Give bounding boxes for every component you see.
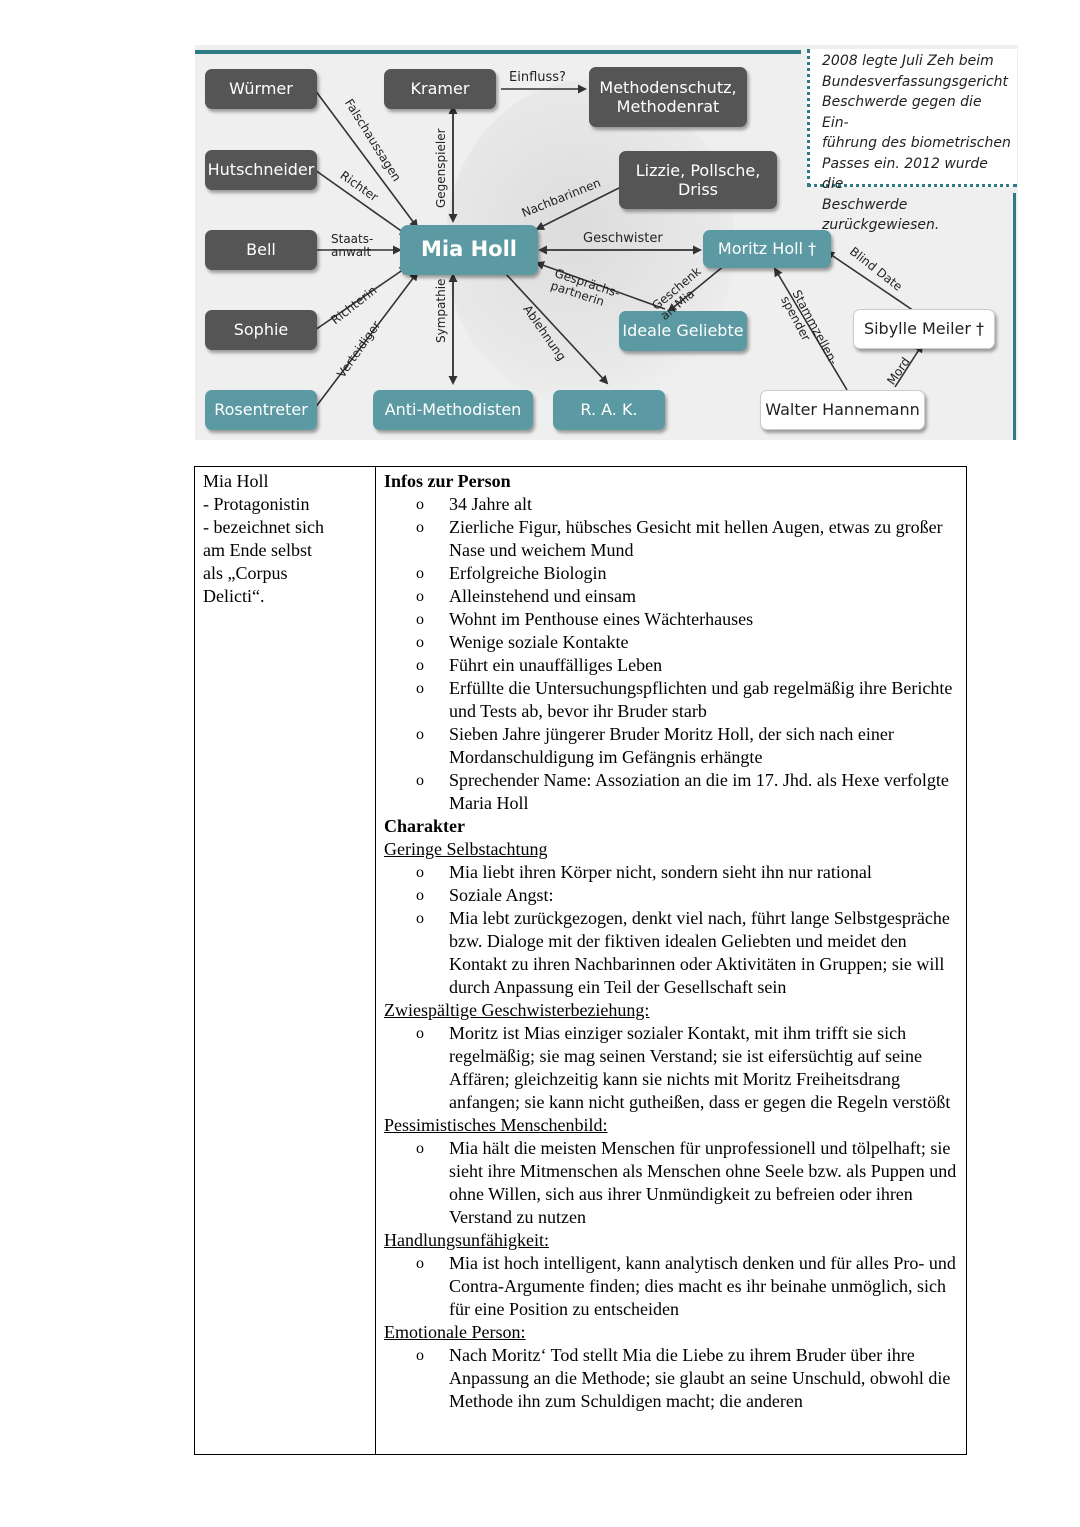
list-item: Führt ein unauffälliges Leben bbox=[416, 654, 958, 677]
charakter-heading: Charakter bbox=[384, 816, 465, 836]
list-item: Wohnt im Penthouse eines Wächterhauses bbox=[416, 608, 958, 631]
left-line: Mia Holl bbox=[203, 471, 269, 491]
node-moritz-holl: Moritz Holl † bbox=[703, 230, 831, 268]
note-line: 2008 legte Juli Zeh beim bbox=[822, 53, 994, 69]
connector-blind-date bbox=[825, 250, 918, 314]
label-gegenspieler: Gegenspieler bbox=[434, 128, 448, 208]
list-item: Zierliche Figur, hübsches Gesicht mit he… bbox=[416, 516, 958, 562]
character-name-cell: Mia Holl - Protagonistin - bezeichnet si… bbox=[194, 466, 376, 1455]
section-title: Pessimistisches Menschenbild: bbox=[384, 1115, 608, 1135]
node-methodenschutz-line2: Methodenrat bbox=[616, 97, 720, 116]
node-ideale-geliebte: Ideale Geliebte bbox=[619, 311, 747, 351]
list-item: Moritz ist Mias einziger sozialer Kontak… bbox=[416, 1022, 958, 1114]
section-list: Nach Moritz‘ Tod stellt Mia die Liebe zu… bbox=[384, 1344, 958, 1413]
list-item: Erfolgreiche Biologin bbox=[416, 562, 958, 585]
note-line: führung des biometrischen bbox=[822, 135, 1011, 151]
connector-rak bbox=[504, 272, 609, 385]
list-item: Mia hält die meisten Menschen für unprof… bbox=[416, 1137, 958, 1229]
left-line: - bezeichnet sich bbox=[203, 517, 324, 537]
node-anti-methodisten: Anti-Methodisten bbox=[373, 390, 533, 430]
label-sympathie: Sympathie bbox=[434, 278, 448, 343]
connector-stammzellen bbox=[773, 267, 848, 391]
node-methodenschutz: Methodenschutz, Methodenrat bbox=[589, 67, 747, 127]
infos-list: 34 Jahre alt Zierliche Figur, hübsches G… bbox=[384, 493, 958, 815]
section-title: Handlungsunfähigkeit: bbox=[384, 1230, 549, 1250]
info-note: 2008 legte Juli Zeh beim Bundesverfassun… bbox=[807, 49, 1017, 233]
note-line: Beschwerde zurückgewiesen. bbox=[822, 196, 940, 234]
node-kramer: Kramer bbox=[384, 69, 496, 109]
label-staatsanwalt-line1: Staats- bbox=[331, 232, 374, 246]
side-rule bbox=[1013, 193, 1016, 440]
connector-wuermer bbox=[314, 89, 419, 229]
section-title: Zwiespältige Geschwisterbeziehung: bbox=[384, 1000, 650, 1020]
list-item: Nach Moritz‘ Tod stellt Mia die Liebe zu… bbox=[416, 1344, 958, 1413]
list-item: Wenige soziale Kontakte bbox=[416, 631, 958, 654]
diagram-connectors bbox=[314, 84, 924, 409]
connector-ideale bbox=[535, 261, 666, 310]
label-einfluss: Einfluss? bbox=[509, 70, 566, 85]
list-item: 34 Jahre alt bbox=[416, 493, 958, 516]
list-item: Mia lebt zurückgezogen, denkt viel nach,… bbox=[416, 907, 958, 999]
label-staatsanwalt-line2: anwalt bbox=[331, 245, 372, 260]
character-diagram: Würmer Hutschneider Bell Sophie Rosentre… bbox=[195, 45, 1018, 440]
section-list: Mia ist hoch intelligent, kann analytisc… bbox=[384, 1252, 958, 1321]
section-title: Emotionale Person: bbox=[384, 1322, 526, 1342]
list-item: Alleinstehend und einsam bbox=[416, 585, 958, 608]
connector-rosentreter bbox=[314, 271, 419, 409]
connector-nachbarinnen bbox=[535, 184, 626, 230]
connector-mord bbox=[894, 343, 924, 388]
node-lizzie-line2: Driss bbox=[677, 180, 718, 199]
node-rosentreter: Rosentreter bbox=[205, 390, 317, 430]
list-item: Mia ist hoch intelligent, kann analytisc… bbox=[416, 1252, 958, 1321]
list-item: Soziale Angst: bbox=[416, 884, 958, 907]
node-hutschneider: Hutschneider bbox=[205, 150, 317, 190]
character-details-cell: Infos zur Person 34 Jahre alt Zierliche … bbox=[375, 466, 967, 1455]
node-rak: R. A. K. bbox=[553, 390, 665, 430]
connector-hutschneider bbox=[314, 169, 409, 237]
node-lizzie-line1: Lizzie, Pollsche, bbox=[635, 160, 761, 180]
infos-heading: Infos zur Person bbox=[384, 471, 511, 491]
connector-geschenk bbox=[667, 264, 726, 313]
note-line: Beschwerde gegen die Ein- bbox=[822, 94, 982, 131]
node-sophie: Sophie bbox=[205, 310, 317, 350]
note-line: Bundesverfassungsgericht bbox=[822, 73, 1009, 90]
left-line: als „Corpus bbox=[203, 563, 288, 583]
top-rule bbox=[195, 50, 801, 54]
connector-sophie bbox=[314, 265, 409, 331]
list-item: Sprechender Name: Assoziation an die im … bbox=[416, 769, 958, 815]
node-mia-holl: Mia Holl bbox=[400, 225, 538, 275]
node-sibylle-meiler: Sibylle Meiler † bbox=[853, 309, 995, 349]
node-wuermer: Würmer bbox=[205, 69, 317, 109]
node-walter-hannemann: Walter Hannemann bbox=[760, 390, 925, 430]
character-table: Mia Holl - Protagonistin - bezeichnet si… bbox=[194, 466, 967, 1455]
left-line: am Ende selbst bbox=[203, 540, 312, 560]
list-item: Sieben Jahre jüngerer Bruder Moritz Holl… bbox=[416, 723, 958, 769]
left-line: - Protagonistin bbox=[203, 494, 310, 514]
node-bell: Bell bbox=[205, 230, 317, 270]
list-item: Erfüllte die Untersuchungspflichten und … bbox=[416, 677, 958, 723]
section-list: Moritz ist Mias einziger sozialer Kontak… bbox=[384, 1022, 958, 1114]
section-list: Mia liebt ihren Körper nicht, sondern si… bbox=[384, 861, 958, 999]
section-title: Geringe Selbstachtung bbox=[384, 839, 548, 859]
node-lizzie-pollsche-driss: Lizzie, Pollsche, Driss bbox=[619, 151, 777, 209]
label-geschwister: Geschwister bbox=[583, 231, 663, 246]
note-line: Passes ein. 2012 wurde die bbox=[822, 155, 988, 193]
left-line: Delicti“. bbox=[203, 586, 265, 606]
list-item: Mia liebt ihren Körper nicht, sondern si… bbox=[416, 861, 958, 884]
label-staatsanwalt: Staats- anwalt bbox=[331, 232, 374, 260]
section-list: Mia hält die meisten Menschen für unprof… bbox=[384, 1137, 958, 1229]
node-methodenschutz-line1: Methodenschutz, bbox=[599, 77, 737, 97]
table-row: Mia Holl - Protagonistin - bezeichnet si… bbox=[194, 466, 967, 1455]
